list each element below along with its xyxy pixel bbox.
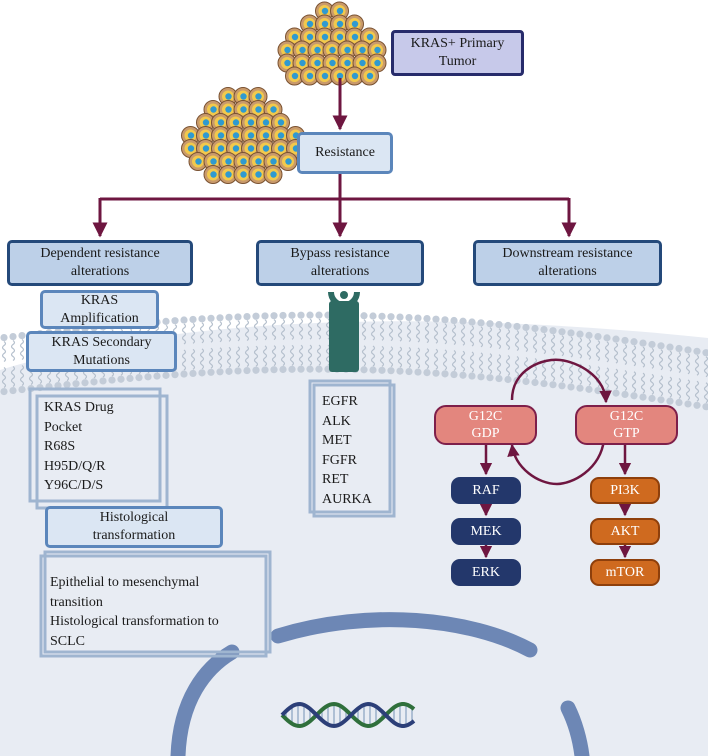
gdp-label-1: G12C bbox=[468, 409, 503, 424]
downstream-label-1: Downstream resistance bbox=[502, 246, 633, 261]
histological-transformation-box: Histological transformation bbox=[45, 506, 223, 548]
dna-helix-icon bbox=[280, 701, 416, 729]
histological-list: Epithelial to mesenchymal transition His… bbox=[50, 573, 219, 651]
gdp-label-2: GDP bbox=[471, 426, 500, 441]
receptor-item: AURKA bbox=[322, 491, 372, 507]
akt-label: AKT bbox=[610, 523, 640, 539]
nuclear-envelope-left bbox=[170, 644, 240, 756]
pi3k-node: PI3K bbox=[590, 477, 660, 504]
receptor-item: EGFR bbox=[322, 394, 358, 409]
mutation-item: Pocket bbox=[44, 419, 83, 435]
histo-item: SCLC bbox=[50, 633, 86, 649]
bypass-frame-front bbox=[312, 383, 396, 518]
receptor-item: RET bbox=[322, 472, 349, 487]
kras-secondary-mutations-box: KRAS Secondary Mutations bbox=[26, 331, 177, 372]
receptor-body bbox=[329, 301, 359, 372]
dependent-alterations-box: Dependent resistance alterations bbox=[7, 240, 193, 286]
histo-frame-front bbox=[39, 554, 268, 658]
kras-gdp-box: G12C GDP bbox=[434, 405, 537, 445]
pi3k-label: PI3K bbox=[610, 482, 640, 498]
histo-item: transition bbox=[50, 594, 103, 610]
primary-tumor-label-2: Tumor bbox=[438, 54, 477, 69]
mutation-item: KRAS Drug bbox=[44, 400, 114, 415]
arrow-gdp-to-gtp bbox=[510, 358, 612, 404]
mek-node: MEK bbox=[451, 518, 521, 545]
histo-item: Epithelial to mesenchymal bbox=[50, 575, 200, 590]
histo-frame-back bbox=[43, 550, 272, 654]
downstream-alterations-box: Downstream resistance alterations bbox=[473, 240, 662, 286]
kras-mutations-list: KRAS Drug Pocket R68S H95D/Q/R Y96C/D/S bbox=[44, 398, 114, 496]
nuclear-envelope-top bbox=[270, 612, 538, 658]
kras-gtp-box: G12C GTP bbox=[575, 405, 678, 445]
secondary-label-1: KRAS Secondary bbox=[51, 334, 152, 350]
dependent-label-1: Dependent resistance bbox=[40, 246, 160, 261]
mutations-frame-back bbox=[28, 387, 162, 503]
histological-label-2: transformation bbox=[92, 528, 176, 543]
resistance-label: Resistance bbox=[315, 145, 375, 160]
bypass-alterations-box: Bypass resistance alterations bbox=[256, 240, 424, 286]
bypass-label-1: Bypass resistance bbox=[290, 246, 390, 261]
dependent-label-2: alterations bbox=[70, 264, 130, 279]
mutation-item: Y96C/D/S bbox=[44, 478, 104, 493]
amplification-label-2: Amplification bbox=[60, 310, 139, 326]
resistant-tumor-cluster-icon bbox=[181, 87, 305, 184]
primary-tumor-box: KRAS+ Primary Tumor bbox=[391, 30, 524, 76]
receptor-item: ALK bbox=[322, 413, 351, 429]
erk-node: ERK bbox=[451, 559, 521, 586]
mutation-item: H95D/Q/R bbox=[44, 458, 106, 474]
resistance-box: Resistance bbox=[297, 132, 393, 174]
secondary-label-2: Mutations bbox=[73, 352, 130, 368]
primary-tumor-label-1: KRAS+ Primary bbox=[410, 36, 505, 51]
gtp-label-1: G12C bbox=[609, 409, 644, 424]
primary-tumor-cluster-icon bbox=[277, 1, 387, 86]
receptor-item: MET bbox=[322, 433, 352, 448]
receptor-item: FGFR bbox=[322, 452, 358, 468]
mtor-label: mTOR bbox=[605, 564, 645, 580]
nuclear-envelope-right bbox=[560, 700, 590, 756]
bypass-frame-back bbox=[308, 379, 392, 514]
erk-label: ERK bbox=[472, 564, 500, 580]
akt-node: AKT bbox=[590, 518, 660, 545]
mek-label: MEK bbox=[470, 523, 502, 539]
mtor-node: mTOR bbox=[590, 559, 660, 586]
receptor-head-icon bbox=[328, 291, 360, 308]
arrow-gtp-to-gdp bbox=[507, 439, 606, 486]
histo-item: Histological transformation to bbox=[50, 614, 219, 629]
mutation-item: R68S bbox=[44, 439, 76, 454]
gtp-label-2: GTP bbox=[613, 426, 640, 441]
raf-label: RAF bbox=[472, 482, 500, 498]
downstream-label-2: alterations bbox=[538, 264, 597, 279]
bypass-label-2: alterations bbox=[310, 264, 370, 279]
bypass-receptor-list: EGFR ALK MET FGFR RET AURKA bbox=[322, 392, 372, 509]
raf-node: RAF bbox=[451, 477, 521, 504]
histological-label-1: Histological bbox=[99, 510, 169, 525]
kras-amplification-box: KRAS Amplification bbox=[40, 290, 159, 329]
amplification-label-1: KRAS bbox=[80, 292, 119, 308]
